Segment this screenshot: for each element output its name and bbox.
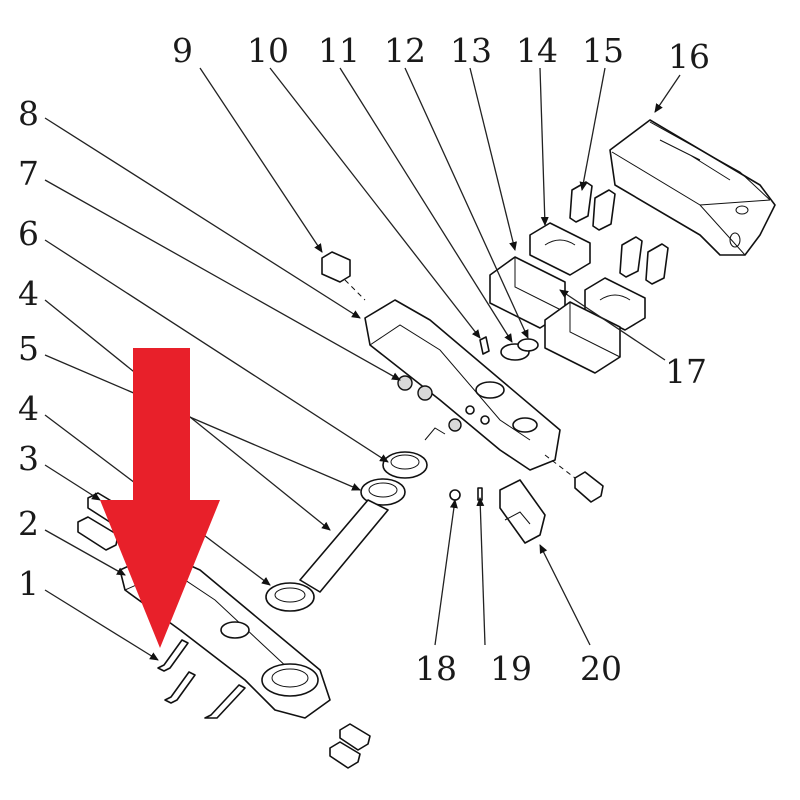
riser-blocks bbox=[489, 256, 621, 374]
top-bolts-15 bbox=[569, 181, 669, 285]
bolt-9 bbox=[321, 251, 366, 301]
handlebar-pad bbox=[609, 119, 776, 256]
callout-3: 3 bbox=[18, 439, 39, 478]
callout-6: 6 bbox=[18, 214, 39, 253]
callout-18: 18 bbox=[415, 649, 457, 688]
bracket-20 bbox=[499, 479, 546, 544]
callout-11: 11 bbox=[318, 31, 360, 70]
nuts-7 bbox=[397, 375, 462, 432]
callout-2: 2 bbox=[18, 504, 39, 543]
upper-triple-clamp bbox=[364, 299, 561, 471]
callout-20: 20 bbox=[580, 649, 622, 688]
callout-9: 9 bbox=[172, 31, 193, 70]
callout-19: 19 bbox=[490, 649, 532, 688]
callout-1: 1 bbox=[18, 564, 39, 603]
callout-12: 12 bbox=[384, 31, 426, 70]
callout-labels: 1 2 3 4 5 4 6 7 8 9 10 11 12 13 14 15 16… bbox=[18, 31, 710, 688]
callout-5: 5 bbox=[18, 329, 39, 368]
callout-17: 17 bbox=[665, 352, 707, 391]
callout-7: 7 bbox=[18, 154, 39, 193]
steering-stem bbox=[265, 499, 389, 612]
bearing-upper bbox=[382, 427, 446, 479]
bolt-right bbox=[544, 454, 604, 503]
callout-4a: 4 bbox=[18, 389, 39, 428]
callout-4b: 4 bbox=[18, 274, 39, 313]
leader-lines bbox=[44, 67, 681, 661]
callout-8: 8 bbox=[18, 94, 39, 133]
callout-16: 16 bbox=[668, 37, 710, 76]
small-parts-10-12 bbox=[479, 336, 539, 361]
callout-15: 15 bbox=[582, 31, 624, 70]
small-parts-18-19 bbox=[449, 487, 483, 501]
bearing-5 bbox=[360, 478, 406, 506]
callout-10: 10 bbox=[247, 31, 289, 70]
callout-13: 13 bbox=[450, 31, 492, 70]
down-arrow-icon bbox=[100, 348, 220, 648]
bottom-bolts bbox=[157, 639, 371, 769]
callout-14: 14 bbox=[516, 31, 558, 70]
